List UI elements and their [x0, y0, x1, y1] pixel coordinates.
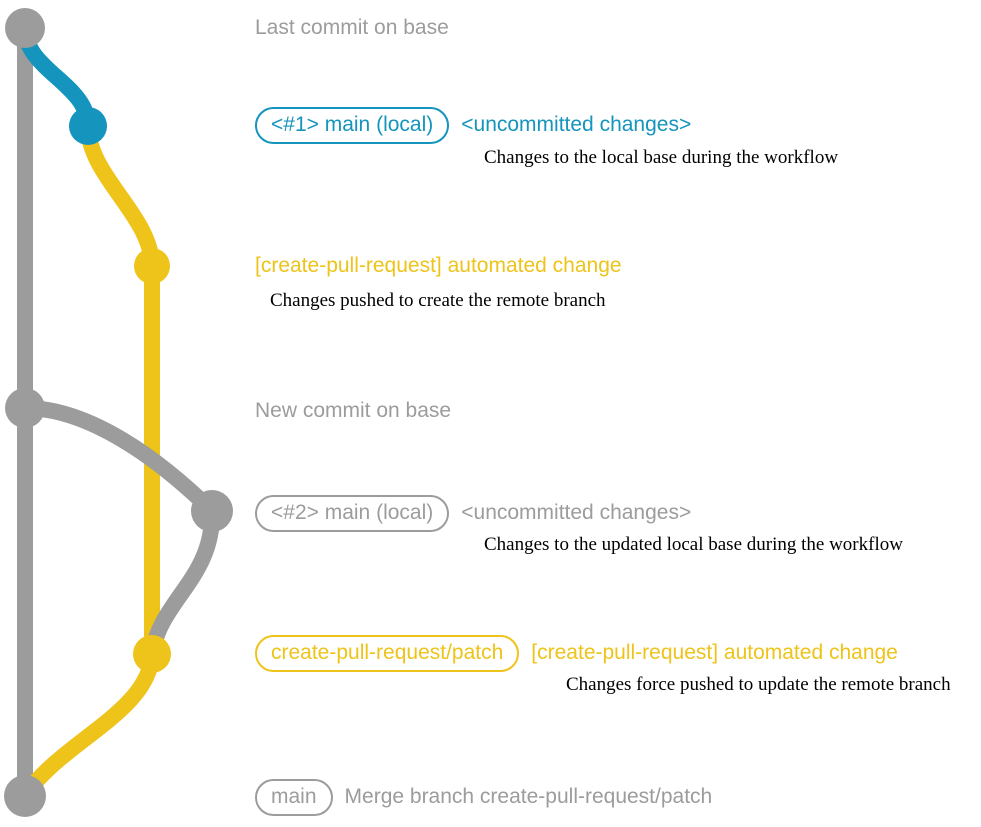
branch-line-automated-1 — [80, 118, 160, 274]
commit-subject-merge: Merge branch create-pull-request/patch — [344, 785, 713, 808]
commit-row-local-1: <#1> main (local) <uncommitted changes> — [255, 107, 691, 144]
commit-row-automated-2: create-pull-request/patch [create-pull-r… — [255, 635, 898, 672]
branch-line-merge — [17, 646, 160, 804]
commit-description-local-2: Changes to the updated local base during… — [484, 534, 903, 555]
commit-description-automated-2: Changes force pushed to update the remot… — [566, 674, 951, 695]
commit-row-merge: main Merge branch create-pull-request/pa… — [255, 779, 712, 816]
commit-subject-local-2: <uncommitted changes> — [461, 501, 692, 524]
commit-description-automated-1: Changes pushed to create the remote bran… — [270, 290, 606, 311]
branch-pill-create-pull-request-patch[interactable]: create-pull-request/patch — [255, 635, 520, 672]
branch-pill-main-local-1[interactable]: <#1> main (local) — [255, 107, 450, 144]
node-merge[interactable] — [4, 775, 46, 817]
node-local-2[interactable] — [191, 490, 233, 532]
commit-subject-local-1: <uncommitted changes> — [461, 113, 692, 136]
commit-subject-automated-1: [create-pull-request] automated change — [255, 254, 622, 277]
commit-row-local-2: <#2> main (local) <uncommitted changes> — [255, 495, 691, 532]
heading-last-commit-on-base: Last commit on base — [255, 16, 449, 39]
branch-pill-main-local-2[interactable]: <#2> main (local) — [255, 495, 450, 532]
branch-pill-main[interactable]: main — [255, 779, 333, 816]
node-automated-2[interactable] — [133, 635, 171, 673]
branch-line-local-2 — [17, 400, 220, 519]
node-automated-1[interactable] — [134, 248, 170, 284]
branch-line-local-2-to-patch — [144, 503, 221, 662]
node-base-new-commit[interactable] — [5, 388, 45, 428]
commit-description-local-1: Changes to the local base during the wor… — [484, 147, 839, 168]
branch-graph — [4, 8, 233, 817]
heading-new-commit-on-base: New commit on base — [255, 399, 452, 422]
node-base-top[interactable] — [5, 8, 45, 48]
commit-row-automated-1: [create-pull-request] automated change — [255, 255, 622, 276]
node-local-1[interactable] — [69, 107, 107, 145]
commit-subject-automated-2: [create-pull-request] automated change — [531, 641, 898, 664]
